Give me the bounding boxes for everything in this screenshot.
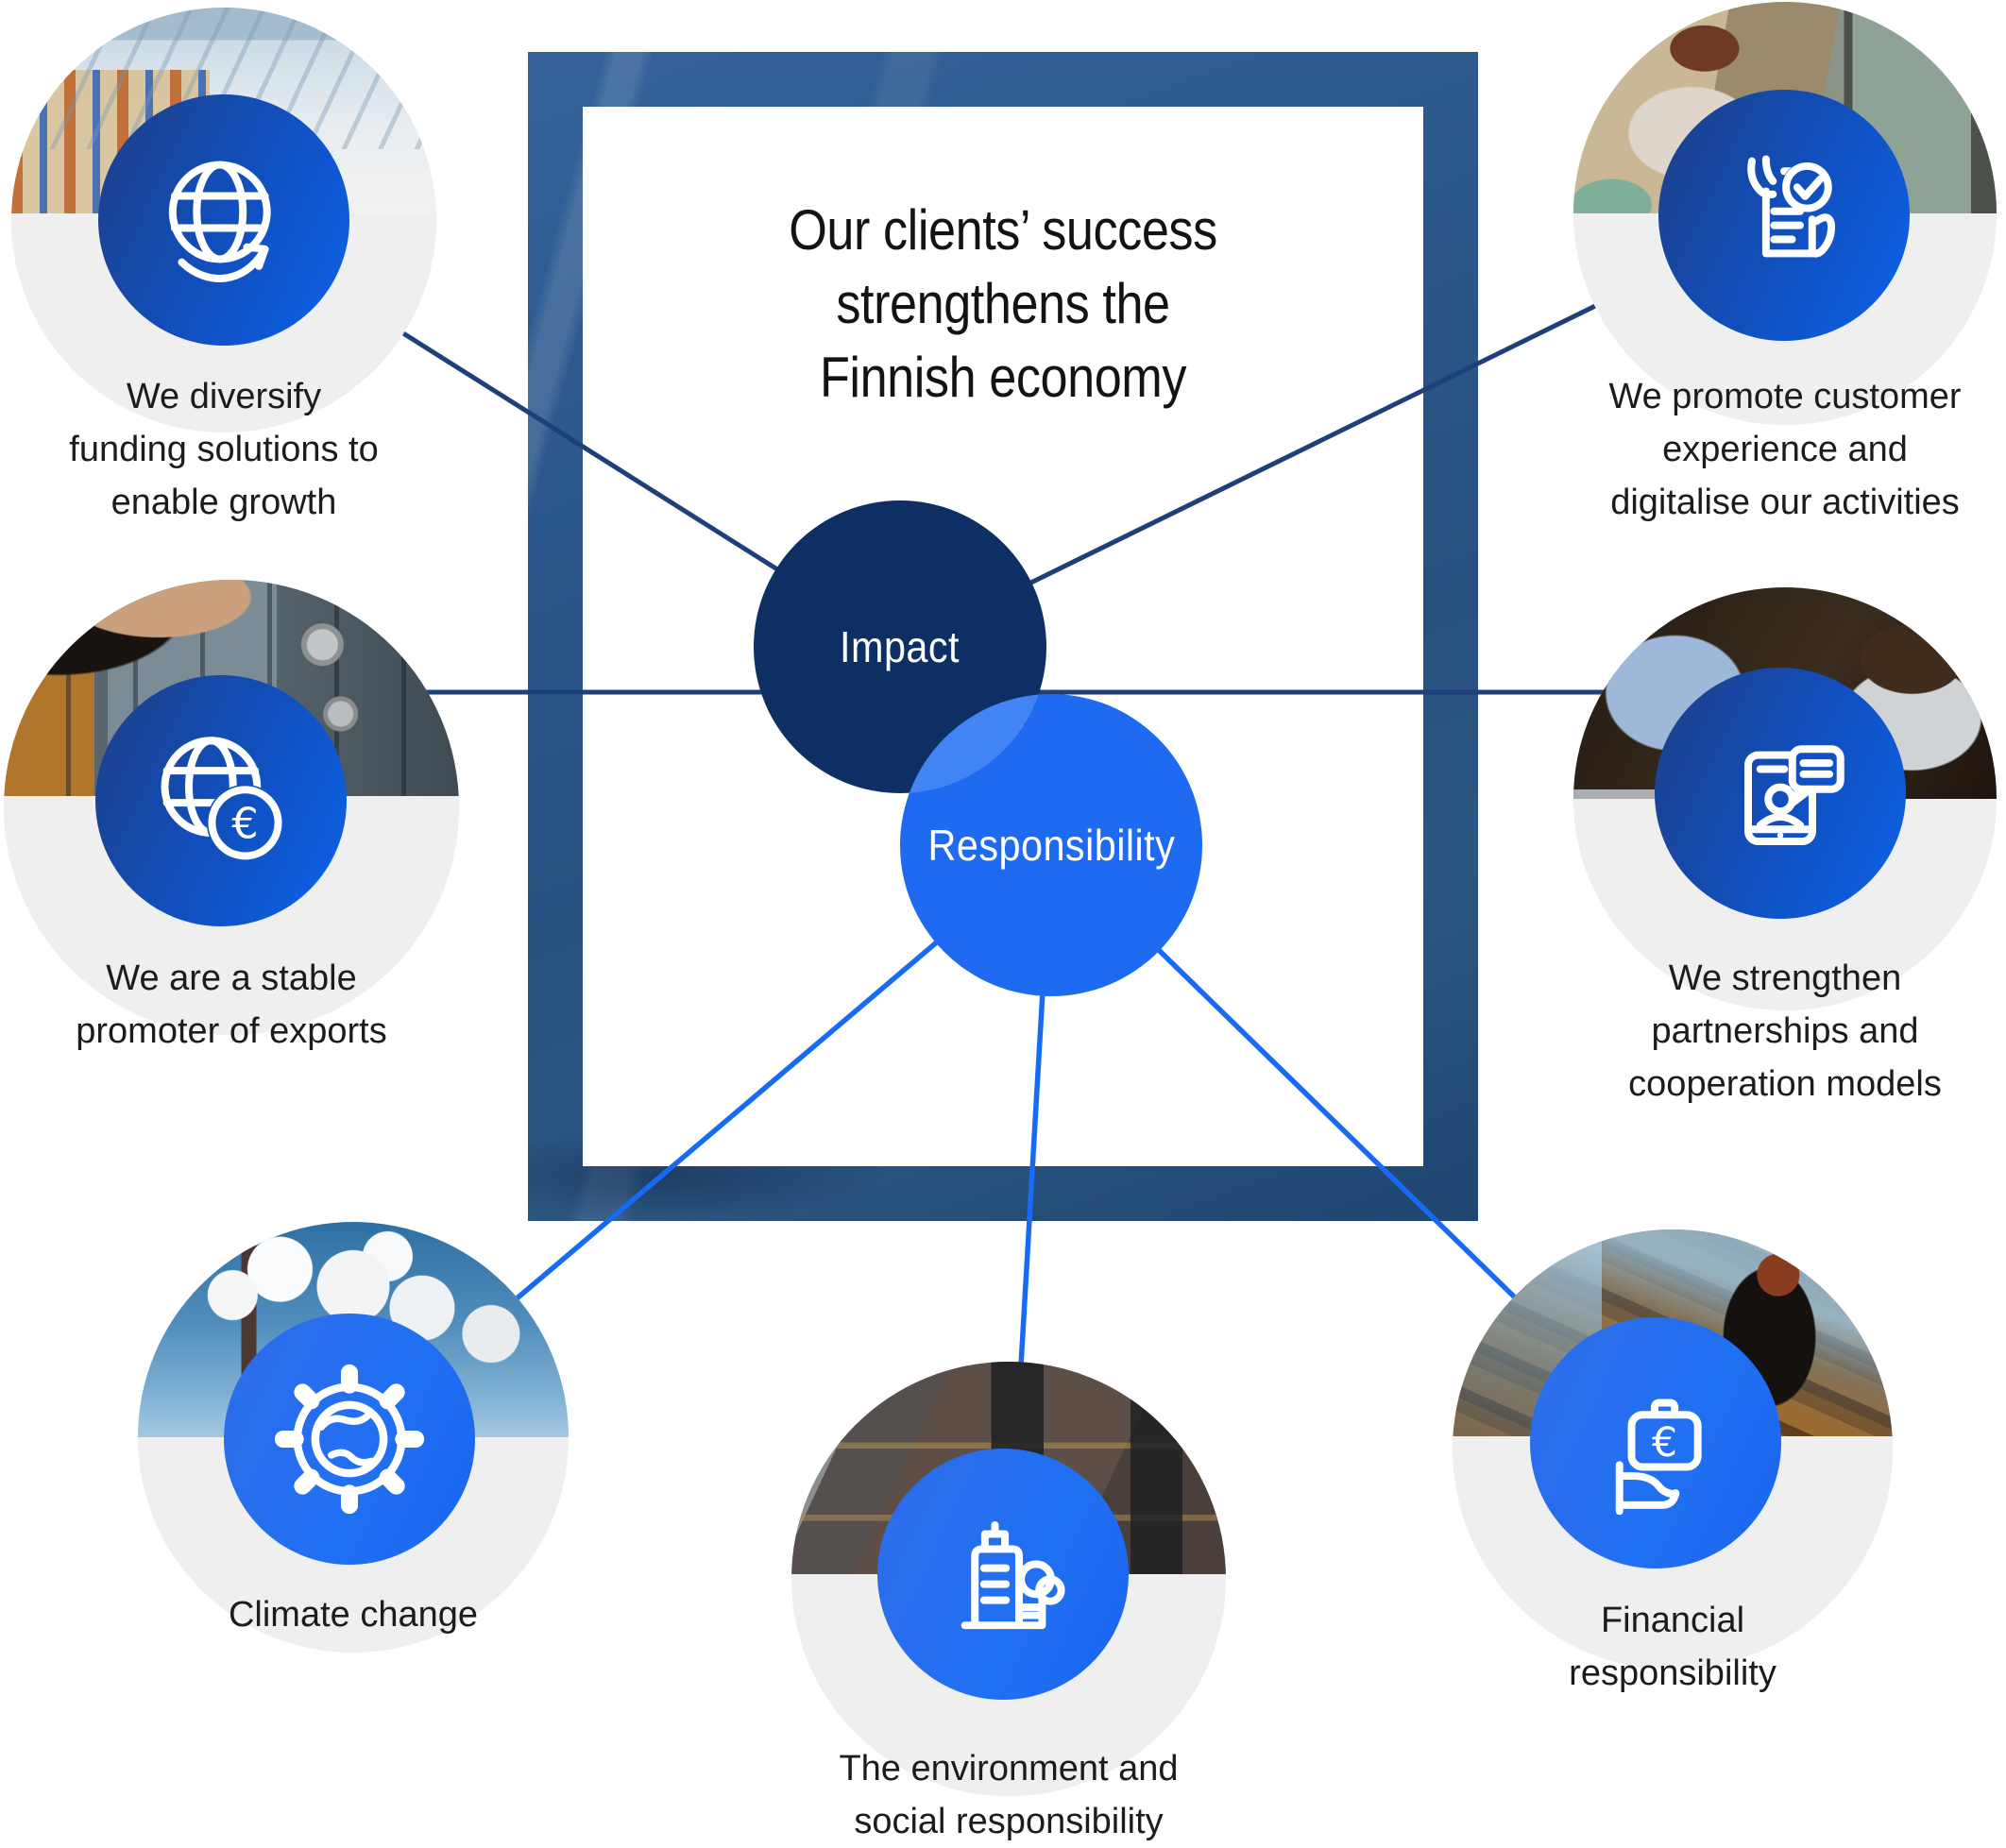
label-line: promoter of exports — [76, 1011, 387, 1051]
building-tree-icon — [877, 1449, 1129, 1700]
bubble-overlap-highlight — [900, 694, 1046, 793]
briefcase-euro-hand-icon: € — [1530, 1317, 1781, 1568]
label-line: cooperation models — [1628, 1064, 1942, 1104]
euro-sign: € — [231, 799, 258, 848]
title-line-3: Finnish economy — [819, 346, 1187, 409]
briefcase-euro-hand-glyph: € — [1615, 1399, 1702, 1516]
label-line: experience and — [1662, 430, 1908, 469]
node-label-partnerships: We strengthen partnerships and cooperati… — [1521, 952, 2006, 1110]
impact-label: Impact — [840, 622, 960, 671]
label-line: enable growth — [110, 483, 337, 522]
node-promoter-exports — [4, 580, 459, 1035]
title-line-1: Our clients’ success — [789, 198, 1217, 262]
document-check-hands-icon — [1658, 90, 1910, 341]
gear-globe-glyph — [274, 1364, 425, 1515]
label-line: Financial — [1600, 1601, 1745, 1640]
node-label-financial-responsibility: Financial responsibility — [1408, 1594, 1937, 1700]
label-line: The environment and — [839, 1749, 1179, 1789]
label-line: We strengthen — [1668, 958, 1902, 998]
node-label-environment-social: The environment and social responsibilit… — [744, 1742, 1273, 1848]
document-check-hands-glyph — [1747, 155, 1836, 258]
label-line: digitalise our activities — [1610, 483, 1960, 522]
node-label-climate-change: Climate change — [89, 1588, 618, 1641]
responsibility-bubble: Responsibility — [900, 694, 1202, 996]
label-line: funding solutions to — [69, 430, 379, 469]
gear-globe-icon — [224, 1314, 475, 1565]
label-line: We are a stable — [106, 958, 357, 998]
label-line: We promote customer — [1608, 377, 1962, 416]
euro-sign: € — [1652, 1420, 1677, 1467]
responsibility-label: Responsibility — [927, 821, 1175, 870]
globe-arrow-glyph — [168, 161, 271, 282]
label-line: social responsibility — [854, 1802, 1164, 1841]
label-line: partnerships and — [1651, 1011, 1919, 1051]
node-label-diversify-funding: We diversify funding solutions to enable… — [0, 370, 488, 529]
globe-euro-icon: € — [95, 675, 347, 926]
label-line: Climate change — [228, 1595, 479, 1635]
globe-arrow-icon — [98, 94, 349, 346]
node-label-promoter-exports: We are a stable promoter of exports — [0, 952, 496, 1058]
tablet-chat-glyph — [1744, 745, 1844, 845]
label-line: responsibility — [1569, 1653, 1776, 1693]
label-line: We diversify — [126, 377, 322, 416]
building-tree-glyph — [960, 1520, 1065, 1630]
globe-euro-glyph: € — [161, 737, 282, 860]
node-diversify-funding — [11, 8, 436, 432]
page-title: Our clients’ success strengthens the Fin… — [716, 194, 1291, 415]
title-line-2: strengthens the — [836, 272, 1170, 335]
tablet-chat-icon — [1655, 668, 1906, 919]
node-label-customer-experience: We promote customer experience and digit… — [1521, 370, 2006, 529]
